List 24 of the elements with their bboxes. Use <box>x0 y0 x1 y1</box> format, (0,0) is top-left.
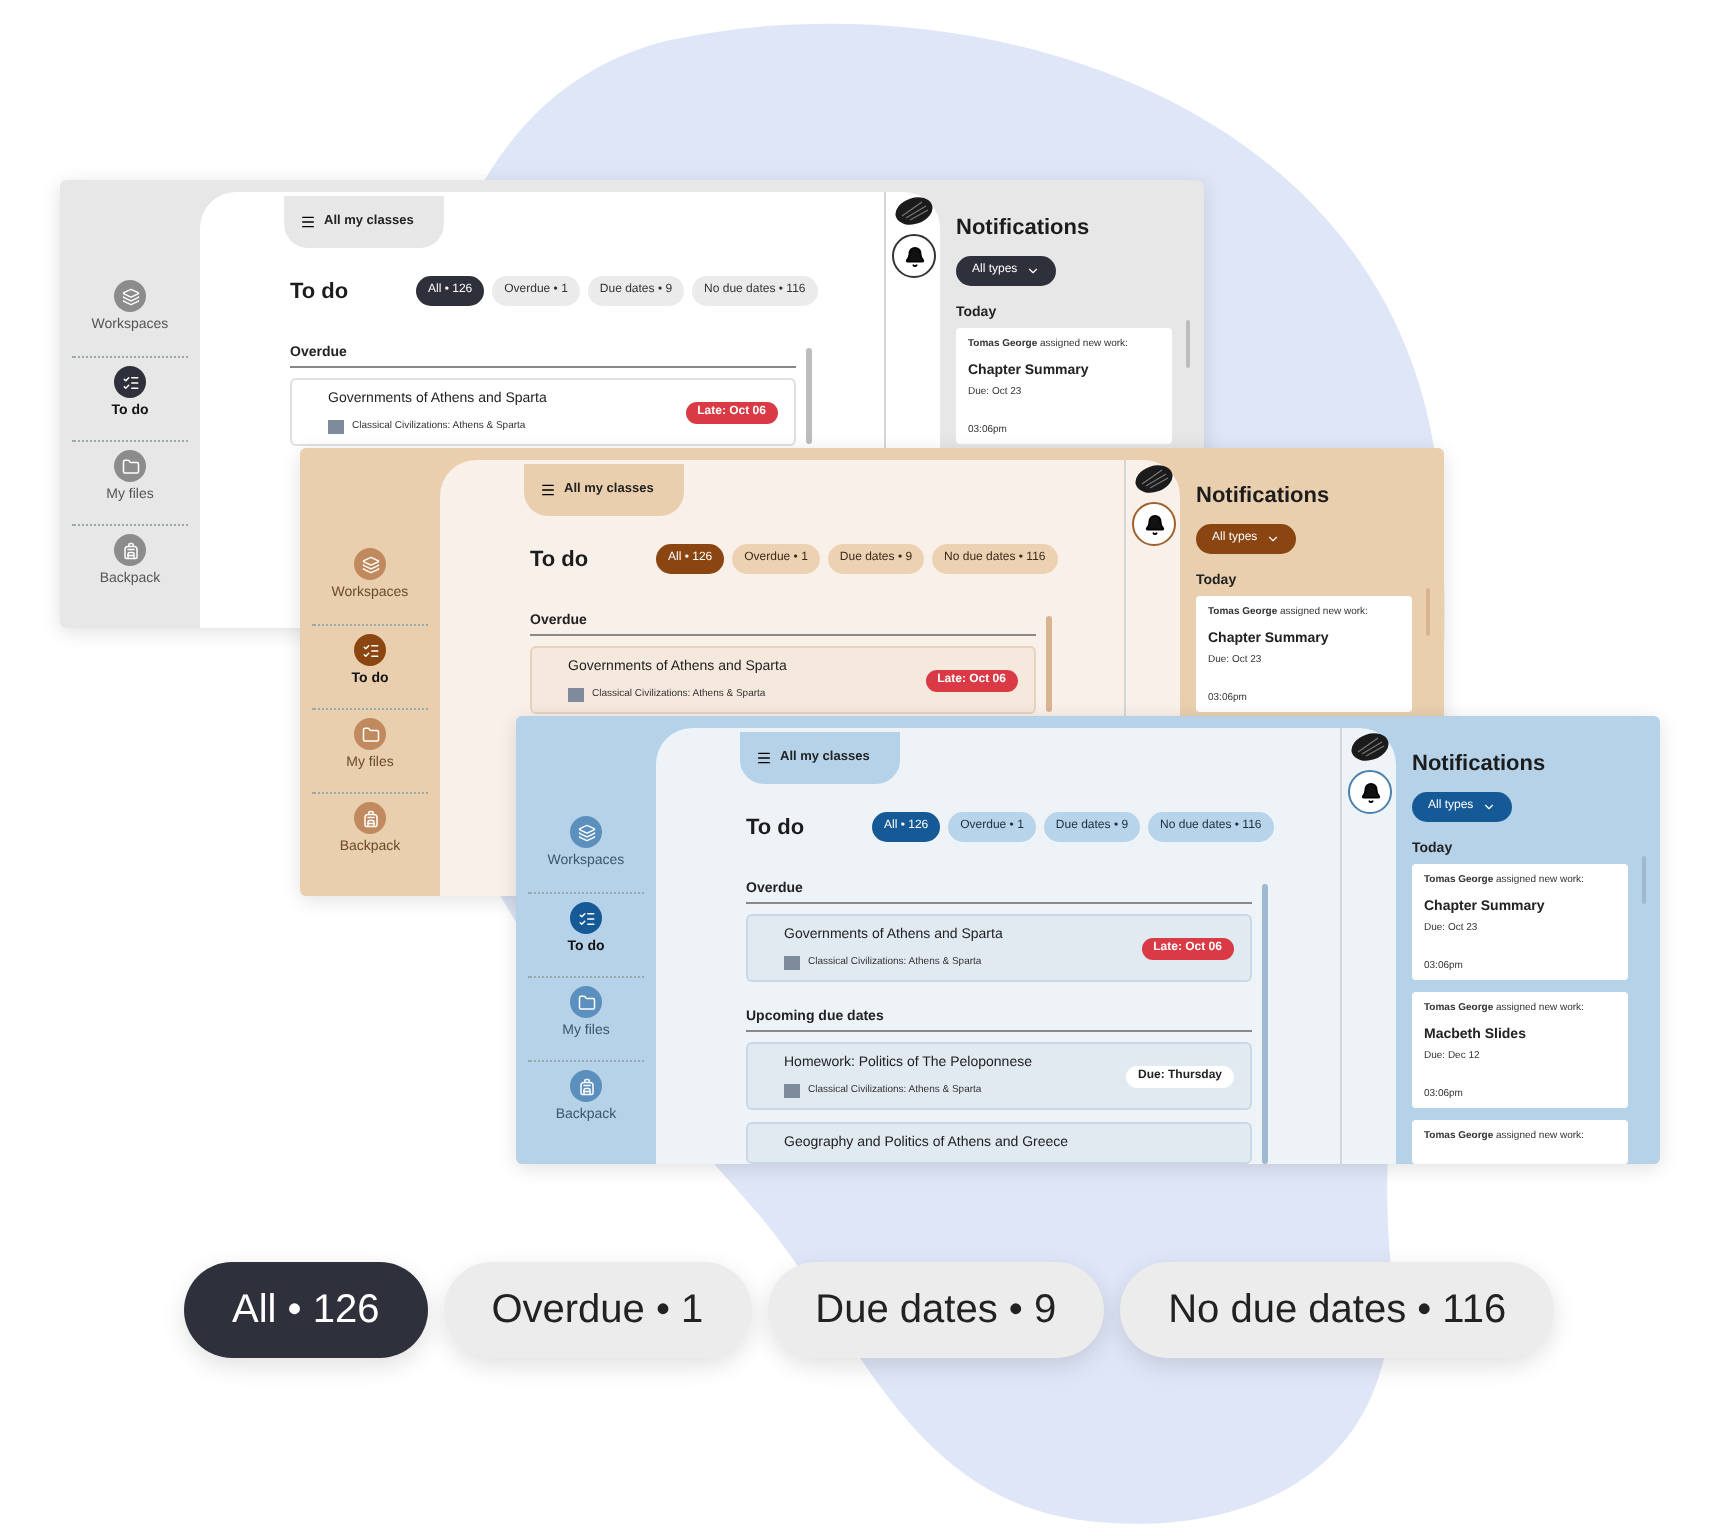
heading: To do <box>746 814 805 844</box>
filter-chip: Overdue • 1 <box>443 1262 752 1358</box>
heading: To do <box>290 278 349 308</box>
filter-chip: Due dates • 9 <box>767 1262 1105 1358</box>
filter-chip: All • 126 <box>184 1262 428 1358</box>
notification-card <box>1412 1120 1628 1164</box>
heading: Notifications <box>1412 750 1546 780</box>
classes-tab <box>740 732 900 784</box>
assignment-card <box>746 1042 1252 1110</box>
classes-tab <box>524 464 684 516</box>
app-window <box>516 716 1660 1164</box>
assignment-card <box>530 646 1036 714</box>
notification-card <box>1196 596 1412 712</box>
assignment-card <box>290 378 796 446</box>
classes-tab <box>284 196 444 248</box>
heading: Notifications <box>956 214 1090 244</box>
assignment-card <box>746 914 1252 982</box>
filter-chip: No due dates • 116 <box>1120 1262 1555 1358</box>
notification-card <box>956 328 1172 444</box>
assignment-card <box>746 1122 1252 1164</box>
notification-card <box>1412 864 1628 980</box>
notification-card <box>1412 992 1628 1108</box>
heading: Notifications <box>1196 482 1330 512</box>
heading: To do <box>530 546 589 576</box>
